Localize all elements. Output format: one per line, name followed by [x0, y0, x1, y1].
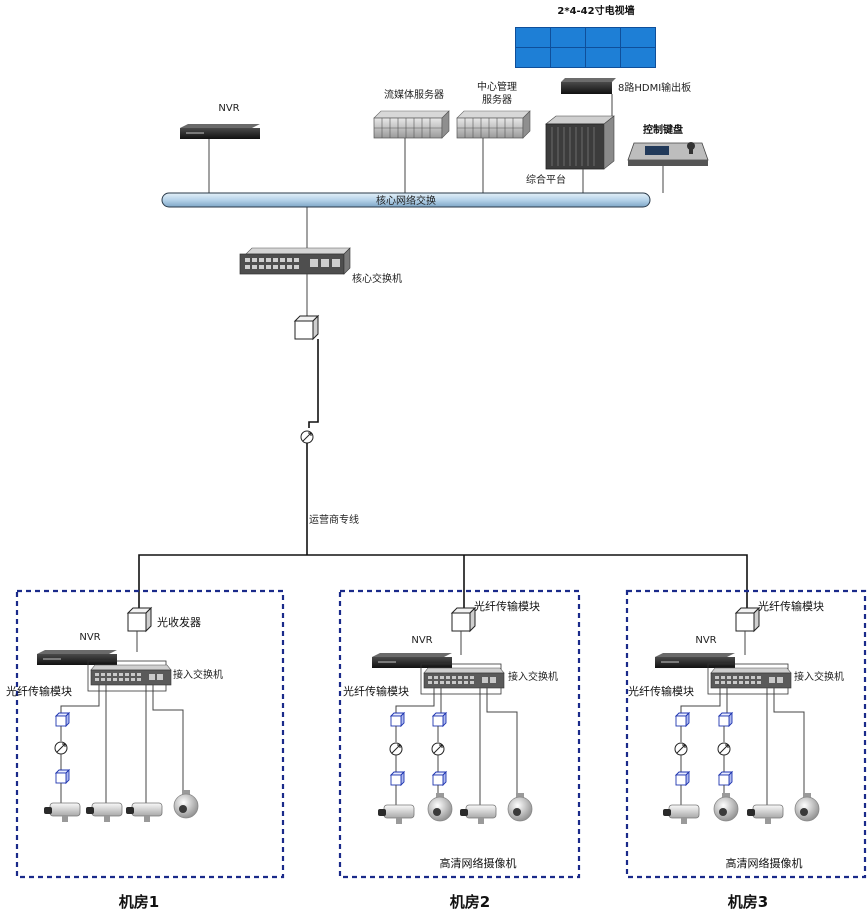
room2-dome-camera-1 — [427, 792, 453, 822]
core-network-label: 核心网络交换 — [376, 194, 436, 207]
room1-access-switch — [90, 664, 172, 686]
room3-bullet-camera-1 — [662, 804, 700, 825]
room2-top-module — [451, 607, 476, 632]
room3-top-module — [735, 607, 760, 632]
room2-fiber-module-b2 — [432, 771, 447, 786]
room2-fiber-module-b1 — [432, 712, 447, 727]
room1-cam1-line-top — [60, 685, 100, 713]
core-transceiver — [294, 315, 319, 340]
room3-fiber-module-label: 光纤传输模块 — [628, 684, 694, 698]
room2-bullet-camera-1 — [377, 804, 415, 825]
tv-wall-label: 2*4-42寸电视墙 — [557, 4, 634, 17]
room3-bullet-camera-2 — [746, 804, 784, 825]
room1-fiber-module-a1 — [55, 712, 70, 727]
room1-boundary — [15, 589, 285, 879]
room2-cam4-line — [486, 688, 518, 793]
machine-room-3: 光纤传输模块 NVR 接入交换机 光纤传输模块 高清网络摄像机 机房3 — [625, 589, 867, 911]
room1-access-switch-label: 接入交换机 — [173, 668, 223, 681]
core-switch — [239, 247, 351, 275]
control-keyboard-label: 控制键盘 — [643, 123, 683, 136]
room2-bullet-camera-2 — [459, 804, 497, 825]
room1-top-device-label: 光收发器 — [157, 615, 201, 629]
room3-fiber-coupler-a — [674, 742, 688, 756]
room3-camera-label: 高清网络摄像机 — [726, 856, 803, 870]
room2-nvr-label: NVR — [411, 635, 432, 646]
room2-cam1-line-top — [395, 688, 435, 713]
integrated-platform — [545, 115, 615, 170]
room3-cam4-line — [773, 688, 805, 793]
management-server — [456, 110, 531, 139]
core-network-bus — [161, 192, 651, 208]
room3-fiber-coupler-b — [717, 742, 731, 756]
distribution-line — [138, 554, 748, 608]
room2-fiber-module-label: 光纤传输模块 — [343, 684, 409, 698]
room1-fiber-module-a2 — [55, 769, 70, 784]
mgmt-server-label-1: 中心管理 — [477, 80, 517, 93]
room3-nvr — [655, 653, 735, 668]
room1-top-transceiver — [127, 607, 152, 632]
machine-room-1: 光收发器 NVR 接入交换机 光纤传输模块 机房1 — [6, 589, 285, 911]
machine-room-2: 光纤传输模块 NVR 接入交换机 光纤传输模块 高清网络摄像机 机房2 — [338, 589, 581, 911]
room2-fiber-module-a1 — [390, 712, 405, 727]
room2-fiber-coupler-a — [389, 742, 403, 756]
room2-fiber-coupler-b — [431, 742, 445, 756]
platform-label: 综合平台 — [526, 173, 566, 186]
room1-name: 机房1 — [119, 893, 159, 911]
room2-access-switch-label: 接入交换机 — [508, 670, 558, 683]
control-keyboard — [627, 142, 709, 166]
room1-dome-camera — [173, 789, 199, 819]
room2-name: 机房2 — [450, 893, 490, 911]
bus-drop-lines — [208, 94, 664, 248]
room3-fiber-module-b1 — [718, 712, 733, 727]
room2-boundary — [338, 589, 581, 879]
room1-bullet-camera-1 — [43, 802, 81, 823]
room3-fiber-module-b2 — [718, 771, 733, 786]
room2-camera-label: 高清网络摄像机 — [440, 856, 517, 870]
carrier-fiber-upper — [308, 339, 319, 428]
carrier-line-label: 运营商专线 — [309, 513, 359, 526]
tv-wall — [515, 27, 656, 68]
room3-boundary — [625, 589, 867, 879]
room3-access-switch-label: 接入交换机 — [794, 670, 844, 683]
hdmi-board-label: 8路HDMI输出板 — [618, 81, 691, 94]
room1-fiber-module-label: 光纤传输模块 — [6, 684, 72, 698]
core-nvr-label: NVR — [218, 103, 239, 114]
room1-nvr — [37, 650, 117, 665]
carrier-fiber-coupler — [300, 430, 314, 444]
core-switch-label: 核心交换机 — [352, 272, 402, 285]
mgmt-server-label-2: 服务器 — [482, 93, 512, 106]
room2-access-switch — [423, 667, 505, 689]
core-nvr — [180, 124, 260, 139]
room2-fiber-module-a2 — [390, 771, 405, 786]
stream-media-server — [373, 110, 450, 139]
room2-nvr — [372, 653, 452, 668]
room3-nvr-label: NVR — [695, 635, 716, 646]
room3-fiber-module-a2 — [675, 771, 690, 786]
room3-dome-camera-2 — [794, 792, 820, 822]
room1-nvr-label: NVR — [79, 632, 100, 643]
room2-top-device-label: 光纤传输模块 — [474, 599, 540, 613]
room1-cam4-line — [152, 685, 184, 790]
stream-server-label: 流媒体服务器 — [384, 88, 444, 101]
room3-cam1-line-top — [680, 688, 721, 713]
room1-fiber-coupler — [54, 741, 68, 755]
room3-access-switch — [710, 667, 792, 689]
room3-fiber-module-a1 — [675, 712, 690, 727]
room3-top-device-label: 光纤传输模块 — [758, 599, 824, 613]
hdmi-output-board — [561, 78, 616, 94]
room3-dome-camera-1 — [713, 792, 739, 822]
room1-bullet-camera-3 — [125, 802, 163, 823]
room3-name: 机房3 — [728, 893, 768, 911]
room1-bullet-camera-2 — [85, 802, 123, 823]
room2-dome-camera-2 — [507, 792, 533, 822]
